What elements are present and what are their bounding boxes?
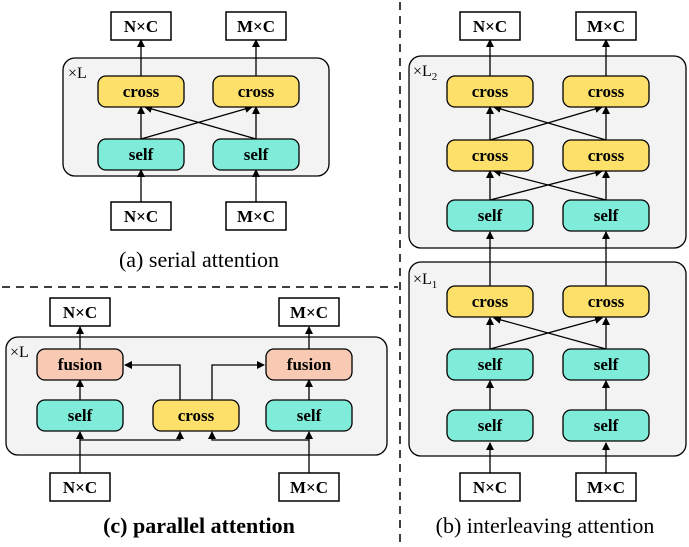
output-mc-node: M×C bbox=[278, 297, 340, 327]
svg-text:N×C: N×C bbox=[124, 207, 158, 226]
svg-text:fusion: fusion bbox=[287, 355, 332, 374]
panel-parallel-attention: ×L N×C M×C fusion fusion bbox=[5, 297, 388, 538]
self-attention-node: self bbox=[562, 348, 650, 381]
svg-text:cross: cross bbox=[472, 292, 509, 311]
svg-text:M×C: M×C bbox=[587, 478, 625, 497]
repeat-label-c: ×L bbox=[10, 344, 29, 361]
repeat-label-l2: ×L2 bbox=[413, 63, 437, 83]
arrow bbox=[489, 316, 603, 350]
svg-text:self: self bbox=[297, 406, 322, 425]
cross-attention-node: cross bbox=[152, 399, 240, 432]
svg-text:N×C: N×C bbox=[124, 17, 158, 36]
self-attention-node: self bbox=[212, 138, 300, 171]
svg-text:self: self bbox=[594, 206, 619, 225]
output-mc-node: M×C bbox=[225, 11, 287, 41]
svg-text:cross: cross bbox=[472, 146, 509, 165]
svg-text:fusion: fusion bbox=[58, 355, 103, 374]
svg-text:N×C: N×C bbox=[63, 478, 97, 497]
arrow bbox=[489, 168, 603, 201]
svg-text:M×C: M×C bbox=[587, 17, 625, 36]
arrow bbox=[493, 105, 607, 141]
cross-attention-node: cross bbox=[562, 75, 650, 108]
output-nc-node: N×C bbox=[49, 297, 111, 327]
arrow bbox=[493, 168, 607, 201]
output-nc-node: N×C bbox=[459, 11, 521, 41]
cross-attention-node: cross bbox=[562, 139, 650, 172]
svg-text:self: self bbox=[478, 355, 503, 374]
input-nc-node: N×C bbox=[49, 472, 111, 502]
arrow bbox=[144, 105, 257, 140]
output-mc-node: M×C bbox=[575, 11, 637, 41]
fusion-node: fusion bbox=[265, 348, 353, 381]
input-mc-node: M×C bbox=[278, 472, 340, 502]
svg-text:cross: cross bbox=[123, 82, 160, 101]
cross-attention-node: cross bbox=[212, 75, 300, 108]
input-mc-node: M×C bbox=[225, 201, 287, 231]
output-nc-node: N×C bbox=[110, 11, 172, 41]
self-attention-node: self bbox=[446, 409, 534, 442]
svg-text:M×C: M×C bbox=[237, 17, 275, 36]
self-attention-node: self bbox=[446, 199, 534, 232]
cross-attention-node: cross bbox=[446, 75, 534, 108]
input-nc-node: N×C bbox=[110, 201, 172, 231]
cross-attention-node: cross bbox=[97, 75, 185, 108]
cross-attention-node: cross bbox=[562, 285, 650, 318]
arrow bbox=[489, 105, 603, 141]
arrow bbox=[211, 361, 265, 400]
arrow bbox=[140, 105, 253, 140]
repeat-label-l1: ×L1 bbox=[413, 271, 437, 291]
svg-text:self: self bbox=[594, 355, 619, 374]
fusion-node: fusion bbox=[36, 348, 124, 381]
arrow bbox=[80, 431, 184, 441]
self-attention-node: self bbox=[562, 409, 650, 442]
cross-attention-node: cross bbox=[446, 139, 534, 172]
caption-b: (b) interleaving attention bbox=[436, 513, 655, 538]
self-attention-node: self bbox=[265, 399, 353, 432]
svg-text:cross: cross bbox=[238, 82, 275, 101]
svg-text:self: self bbox=[68, 406, 93, 425]
arrow bbox=[124, 361, 181, 400]
svg-text:cross: cross bbox=[588, 146, 625, 165]
svg-text:cross: cross bbox=[472, 82, 509, 101]
svg-text:self: self bbox=[478, 416, 503, 435]
self-attention-node: self bbox=[97, 138, 185, 171]
panel-serial-attention: ×L N×C M×C cross cross self bbox=[62, 11, 330, 272]
svg-text:M×C: M×C bbox=[290, 303, 328, 322]
svg-text:self: self bbox=[129, 145, 154, 164]
arrow bbox=[208, 431, 309, 441]
svg-text:self: self bbox=[244, 145, 269, 164]
svg-text:cross: cross bbox=[588, 82, 625, 101]
input-mc-node: M×C bbox=[575, 472, 637, 502]
svg-text:M×C: M×C bbox=[237, 207, 275, 226]
arrow bbox=[493, 316, 607, 350]
self-attention-node: self bbox=[36, 399, 124, 432]
svg-text:cross: cross bbox=[588, 292, 625, 311]
self-attention-node: self bbox=[446, 348, 534, 381]
caption-c: (c) parallel attention bbox=[103, 513, 295, 538]
panel-interleaving-attention: ×L2 ×L1 N×C M×C bbox=[408, 11, 687, 538]
cross-attention-node: cross bbox=[446, 285, 534, 318]
svg-text:cross: cross bbox=[178, 406, 215, 425]
svg-text:M×C: M×C bbox=[290, 478, 328, 497]
caption-a: (a) serial attention bbox=[119, 247, 279, 272]
svg-text:N×C: N×C bbox=[473, 478, 507, 497]
svg-text:self: self bbox=[594, 416, 619, 435]
svg-text:self: self bbox=[478, 206, 503, 225]
svg-text:N×C: N×C bbox=[473, 17, 507, 36]
self-attention-node: self bbox=[562, 199, 650, 232]
svg-text:N×C: N×C bbox=[63, 303, 97, 322]
input-nc-node: N×C bbox=[459, 472, 521, 502]
repeat-label-a: ×L bbox=[68, 65, 87, 82]
